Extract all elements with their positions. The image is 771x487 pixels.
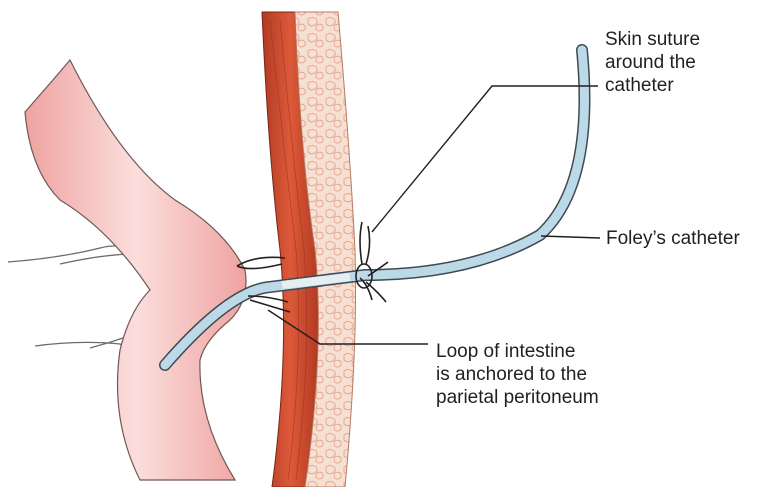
- skin-suture-label-line-1: Skin suture: [605, 28, 700, 51]
- loop-anchor-label: Loop of intestine is anchored to the par…: [436, 340, 599, 409]
- skin-suture-label-line-3: catheter: [605, 74, 700, 97]
- skin-suture-label: Skin suture around the catheter: [605, 28, 700, 97]
- foley-pointer: [541, 236, 600, 238]
- foley-catheter-label: Foley’s catheter: [606, 227, 740, 250]
- loop-anchor-label-line-3: parietal peritoneum: [436, 386, 599, 409]
- skin-suture-label-line-2: around the: [605, 51, 700, 74]
- intestine-loop: [25, 60, 246, 480]
- loop-anchor-label-line-1: Loop of intestine: [436, 340, 599, 363]
- skin-suture: [356, 222, 388, 302]
- loop-anchor-label-line-2: is anchored to the: [436, 363, 599, 386]
